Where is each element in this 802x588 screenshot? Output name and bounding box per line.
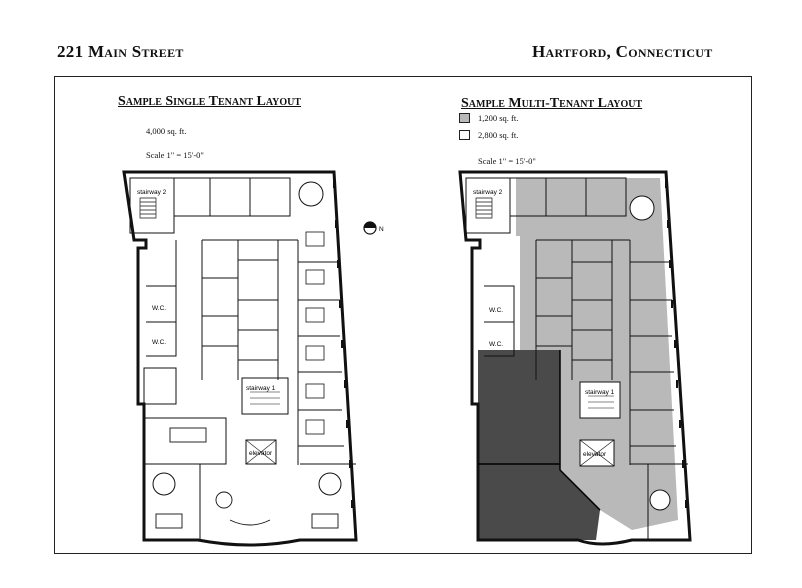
wc-label-left-2: W.C. [152, 339, 166, 346]
wc-label-right-2: W.C. [489, 341, 503, 348]
stairway2-label-right: stairway 2 [473, 189, 503, 196]
city-heading: Hartford, Connecticut [532, 42, 713, 61]
wc-label-right-1: W.C. [489, 307, 503, 314]
elevator-label-left: elevator [249, 450, 273, 457]
legend-label-large: 2,800 sq. ft. [478, 130, 519, 140]
floor-plan-sheet [54, 76, 752, 554]
single-tenant-area: 4,000 sq. ft. [146, 126, 187, 136]
legend-swatch-large [459, 130, 470, 140]
legend-label-small: 1,200 sq. ft. [478, 113, 519, 123]
stairway1-label-left: stairway 1 [246, 385, 276, 392]
address-heading: 221 Main Street [57, 42, 184, 61]
legend-swatch-small [459, 113, 470, 123]
multi-tenant-plan [458, 170, 692, 546]
north-arrow-icon [363, 221, 377, 235]
single-tenant-scale: Scale 1" = 15'-0" [146, 150, 204, 160]
multi-tenant-scale: Scale 1" = 15'-0" [478, 156, 536, 166]
multi-tenant-title: Sample Multi-Tenant Layout [461, 96, 643, 111]
single-tenant-plan [122, 170, 358, 547]
elevator-label-right: elevator [583, 451, 607, 458]
single-tenant-title: Sample Single Tenant Layout [118, 94, 302, 109]
north-label: N [379, 226, 384, 233]
wc-label-left-1: W.C. [152, 305, 166, 312]
stairway2-label-left: stairway 2 [137, 189, 167, 196]
stairway1-label-right: stairway 1 [585, 389, 615, 396]
